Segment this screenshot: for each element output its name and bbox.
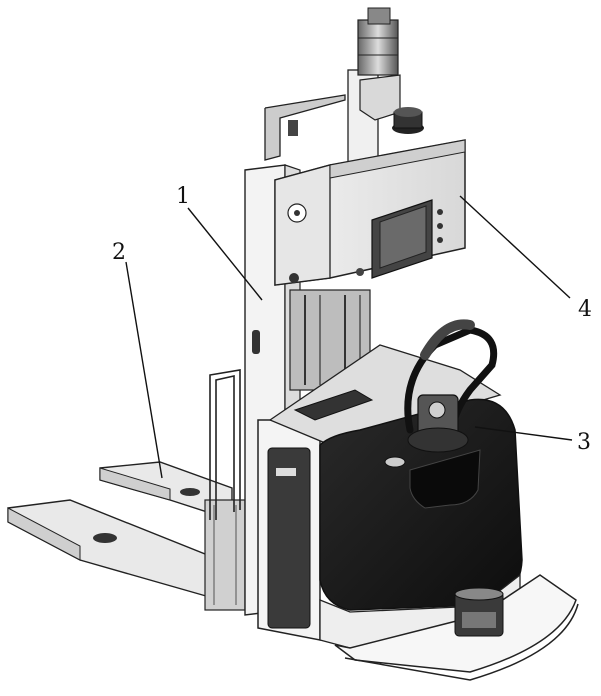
callout-label-4: 4 xyxy=(578,297,592,322)
tiller-handle xyxy=(384,319,498,468)
load-backrest xyxy=(209,369,241,520)
callout-leaders xyxy=(125,195,573,479)
callout-label-2: 2 xyxy=(112,240,126,265)
drive-unit-body xyxy=(257,344,579,681)
control-box xyxy=(274,139,466,286)
fork-assembly xyxy=(7,461,246,611)
callout-label-3: 3 xyxy=(577,430,591,455)
callout-label-1: 1 xyxy=(176,184,190,209)
lidar-sensor-column xyxy=(347,7,424,166)
